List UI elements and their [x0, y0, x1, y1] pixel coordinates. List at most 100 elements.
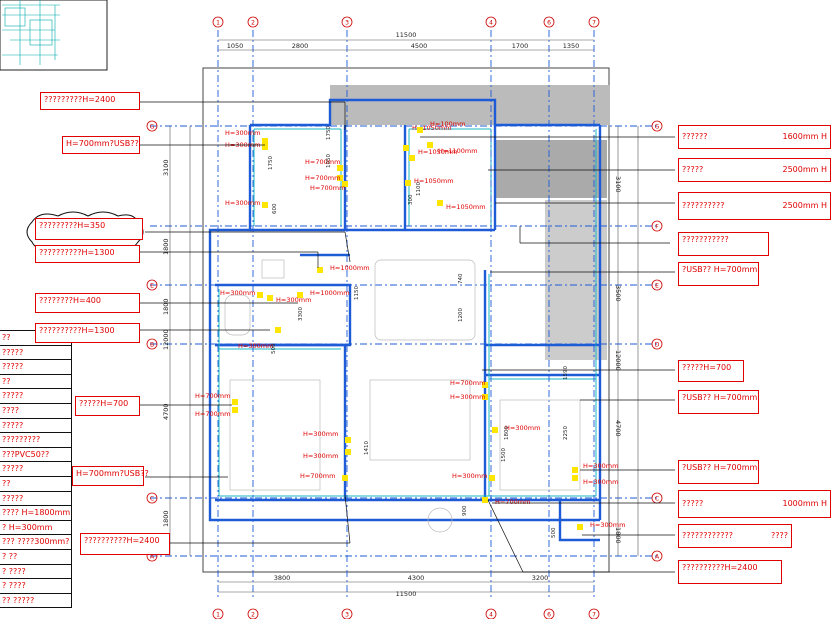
room-dimension: 1590: [563, 366, 569, 380]
grid-bubble-left: [146, 120, 158, 132]
leader-line: [487, 499, 524, 573]
height-tag: H=1050mm: [412, 124, 452, 132]
grid-label-right: C: [655, 496, 659, 503]
callout-right: ???????????: [678, 232, 769, 256]
outlet-marker: [262, 202, 268, 208]
height-tag: H=300mm: [225, 199, 260, 207]
outlet-marker: [342, 475, 348, 481]
height-tag: H=300mm: [452, 472, 487, 480]
outlet-marker: [482, 394, 488, 400]
grid-bubble-left: [146, 492, 158, 504]
callout-value: 2500mm H: [782, 201, 827, 210]
callout-left: ?????????H=2400: [40, 92, 140, 110]
room-dimension: 1100: [416, 182, 422, 196]
height-tag: H=700mm: [195, 392, 230, 400]
legend-row: ?????: [0, 462, 72, 477]
room-dimension: 900: [462, 505, 468, 516]
legend-row: ??: [0, 476, 72, 492]
callout-text: ??????: [682, 132, 708, 141]
legend-row: ?????: [0, 360, 72, 375]
outlet-marker: [427, 142, 433, 148]
callout-text: ??????????: [682, 201, 725, 210]
outlet-marker: [232, 399, 238, 405]
height-tag: H=300mm: [583, 462, 618, 470]
legend-row: ? ????: [0, 564, 72, 580]
height-tag: H=1000mm: [330, 264, 370, 272]
height-tag: H=300mm: [505, 424, 540, 432]
dim-top: 2800: [292, 42, 309, 50]
room-dimension: 500: [271, 343, 277, 354]
grid-label-bottom: 3: [345, 612, 349, 619]
dim-top: 1700: [512, 42, 529, 50]
grid-label-top: 6: [547, 20, 551, 27]
dim-top-total: 11500: [396, 31, 417, 39]
dim-left: 4700: [162, 403, 170, 420]
legend-row: ??? ????300mm?: [0, 535, 72, 550]
callout-right: ??????1600mm H: [678, 125, 831, 149]
height-tag: H=300mm: [220, 289, 255, 297]
room-dimension: 1500: [501, 448, 507, 462]
dim-bottom: 3800: [274, 574, 291, 582]
legend-row: ?? ?????: [0, 593, 72, 609]
outlet-marker: [267, 295, 273, 301]
grid-label-bottom: 2: [251, 612, 255, 619]
height-tag: H=1100mm: [438, 147, 478, 155]
callout-right: ?USB?? H=700mm: [678, 390, 759, 414]
callout-value: 2500mm H: [782, 165, 827, 174]
dim-bottom-total: 11500: [396, 590, 417, 598]
grid-label-right: A: [655, 554, 660, 561]
dim-top: 1350: [563, 42, 580, 50]
outlet-marker: [345, 437, 351, 443]
callout-left: ?????????H=350: [35, 218, 143, 240]
grid-bubble-right: [651, 279, 663, 291]
grid-label-right: D: [655, 342, 660, 349]
outlet-marker: [405, 180, 411, 186]
height-tag: H=1050mm: [418, 148, 458, 156]
key-plan-thumbnail: [0, 0, 108, 71]
callout-left: H=700mm?USB??: [72, 466, 149, 486]
room-dimension: 1800: [504, 426, 510, 440]
legend-row: ????: [0, 403, 72, 419]
dimension-lines: [169, 39, 639, 593]
grid-label-left: E: [150, 283, 154, 290]
grid-bubble-top: [212, 16, 224, 28]
grid-label-bottom: 7: [592, 612, 596, 619]
grid-bubble-top: [543, 16, 555, 28]
outlet-marker: [345, 449, 351, 455]
grid-bubble-left: [146, 338, 158, 350]
callout-left: H=700mm?USB??: [62, 136, 140, 154]
legend-row: ? ??: [0, 549, 72, 565]
grid-bubble-right: [651, 338, 663, 350]
callout-right: ??????????H=2400: [678, 560, 782, 584]
room-dimension: 1050: [326, 154, 332, 168]
furniture: [224, 259, 581, 533]
outlet-marker: [403, 145, 409, 151]
grid-label-left: B: [150, 342, 154, 349]
height-tag: H=1050mm: [446, 203, 486, 211]
outlet-marker: [417, 127, 423, 133]
height-tag: H=300mm: [450, 393, 485, 401]
room-dimension: 300: [408, 194, 414, 205]
callout-right: ?????2500mm H: [678, 158, 831, 182]
callout-value: 1000mm H: [782, 499, 827, 508]
legend-row: ?????: [0, 418, 72, 434]
outlet-marker: [337, 165, 343, 171]
grid-label-right: F: [655, 224, 659, 231]
grid-bubble-right: [651, 120, 663, 132]
callout-left: ??????????H=1300: [35, 245, 140, 263]
grid-bubble-top: [588, 16, 600, 28]
legend-row: ? H=300mm: [0, 520, 72, 536]
callout-left: ??????????H=2400: [80, 533, 170, 555]
dim-right: 4700: [614, 420, 622, 437]
legend-row: ???PVC50??: [0, 447, 72, 463]
callout-right: ?USB?? H=700mm: [678, 460, 759, 484]
legend-row: ???? H=1800mm: [0, 506, 72, 521]
grid-label-left: G: [150, 124, 155, 131]
outlet-marker: [257, 292, 263, 298]
dim-left: 12000: [162, 329, 170, 350]
grid-label-top: 2: [251, 20, 255, 27]
room-dimension: 1750: [268, 156, 274, 170]
outlet-marker: [437, 200, 443, 206]
grid-label-top: 3: [345, 20, 349, 27]
